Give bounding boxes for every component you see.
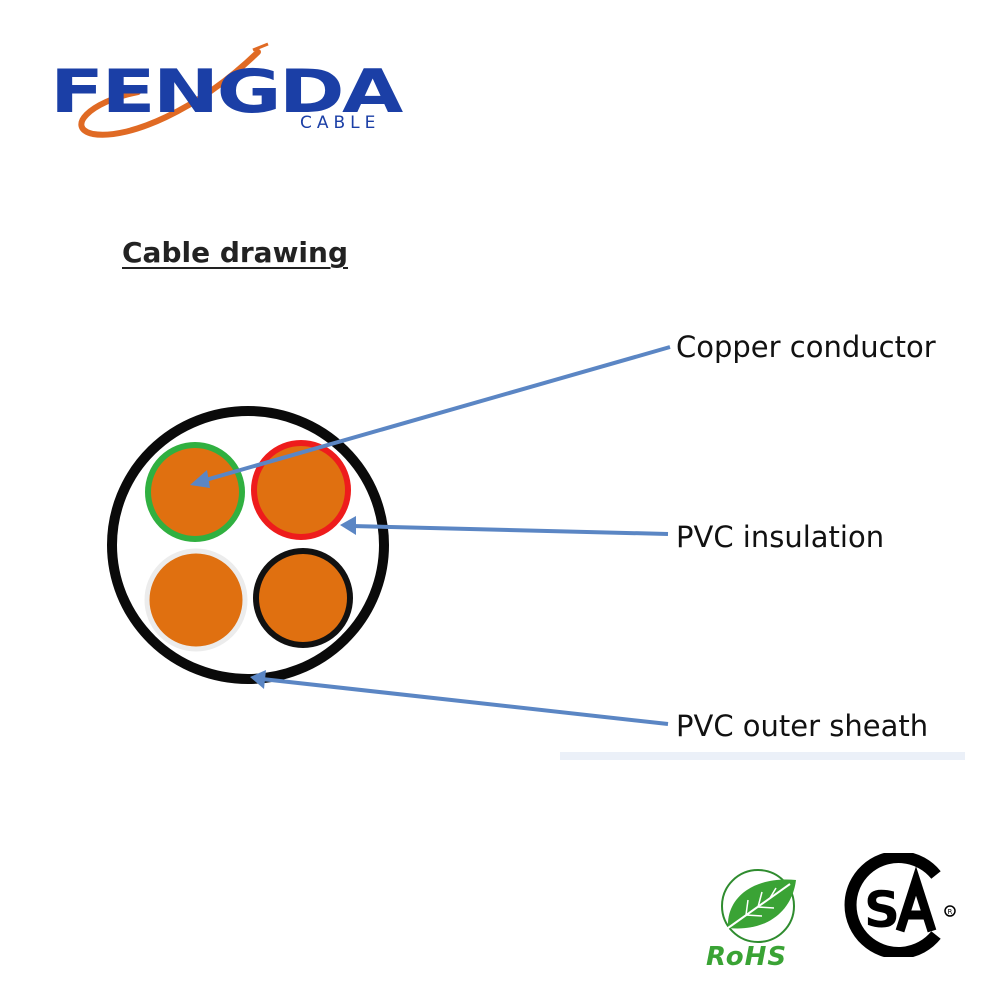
logo-brand-name: FENGDA bbox=[50, 57, 403, 127]
csa-mark-icon: S R bbox=[844, 853, 956, 957]
logo-subtitle: CABLE bbox=[300, 113, 381, 133]
label-pvc-outer-sheath: PVC outer sheath bbox=[676, 709, 929, 743]
outer-sheath bbox=[107, 406, 389, 684]
conductor-green bbox=[145, 442, 245, 542]
callout-arrows bbox=[190, 345, 671, 726]
label-copper-conductor: Copper conductor bbox=[676, 330, 936, 364]
arrow-head-pvc-insulation bbox=[340, 516, 356, 535]
arrow-head-copper-conductor bbox=[190, 470, 210, 488]
conductor-black bbox=[253, 548, 353, 648]
arrow-pvc-outer-sheath bbox=[261, 677, 669, 726]
arrow-pvc-insulation bbox=[351, 524, 669, 536]
brand-logo: FENGDA CABLE bbox=[48, 40, 403, 140]
svg-text:S: S bbox=[864, 881, 900, 939]
faint-background-strip bbox=[560, 752, 965, 760]
logo-swoosh-icon bbox=[78, 42, 269, 138]
conductor-white bbox=[144, 548, 248, 652]
conductor-red bbox=[251, 440, 351, 540]
page-title: Cable drawing bbox=[122, 236, 349, 269]
arrow-head-pvc-outer-sheath bbox=[250, 670, 266, 689]
rohs-label: RoHS bbox=[706, 942, 788, 972]
svg-text:R: R bbox=[948, 908, 953, 916]
rohs-leaf-icon bbox=[721, 869, 796, 943]
label-pvc-insulation: PVC insulation bbox=[676, 520, 885, 554]
arrow-copper-conductor bbox=[201, 345, 671, 483]
